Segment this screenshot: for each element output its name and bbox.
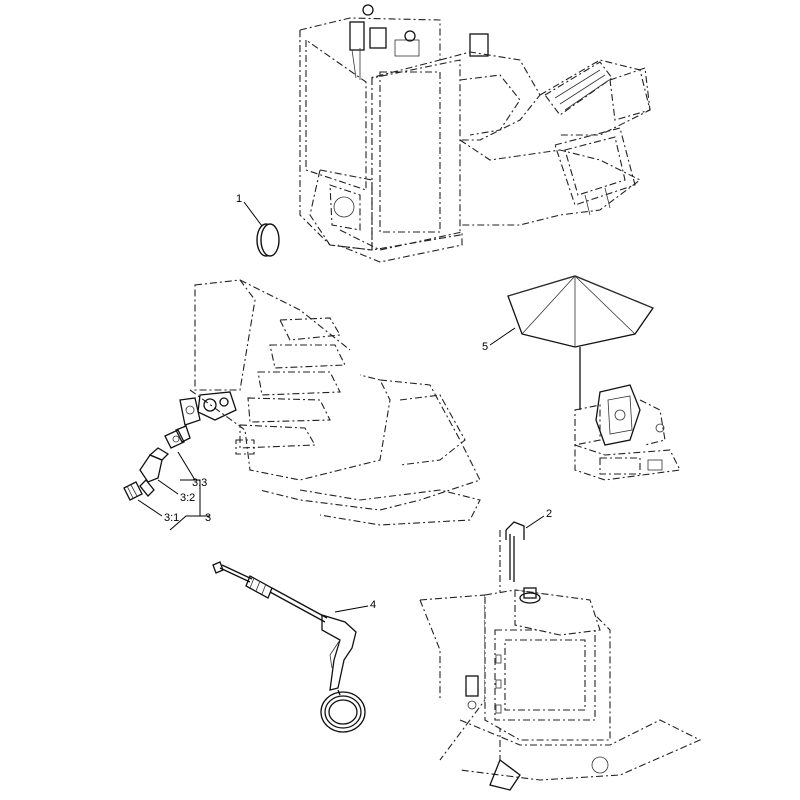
callout-3-3: 3:3 [192, 477, 207, 489]
callout-4: 4 [370, 599, 376, 611]
callout-3: 3 [205, 512, 211, 524]
part-4-spray-wand [212, 561, 369, 733]
callout-3-1: 3:1 [164, 512, 179, 524]
part-2-hook [505, 515, 545, 582]
callout-2: 2 [546, 508, 552, 520]
tank-assembly-view [419, 530, 702, 791]
callout-3-2: 3:2 [180, 492, 195, 504]
part-1-pad [243, 201, 280, 257]
pump-assembly-view [179, 279, 481, 526]
part-5-umbrella [489, 275, 654, 410]
seat-assembly-view [574, 384, 681, 481]
part-3-fittings [123, 425, 210, 531]
machine-top-view [299, 4, 651, 263]
callout-5: 5 [482, 341, 488, 353]
callout-1: 1 [236, 193, 242, 205]
